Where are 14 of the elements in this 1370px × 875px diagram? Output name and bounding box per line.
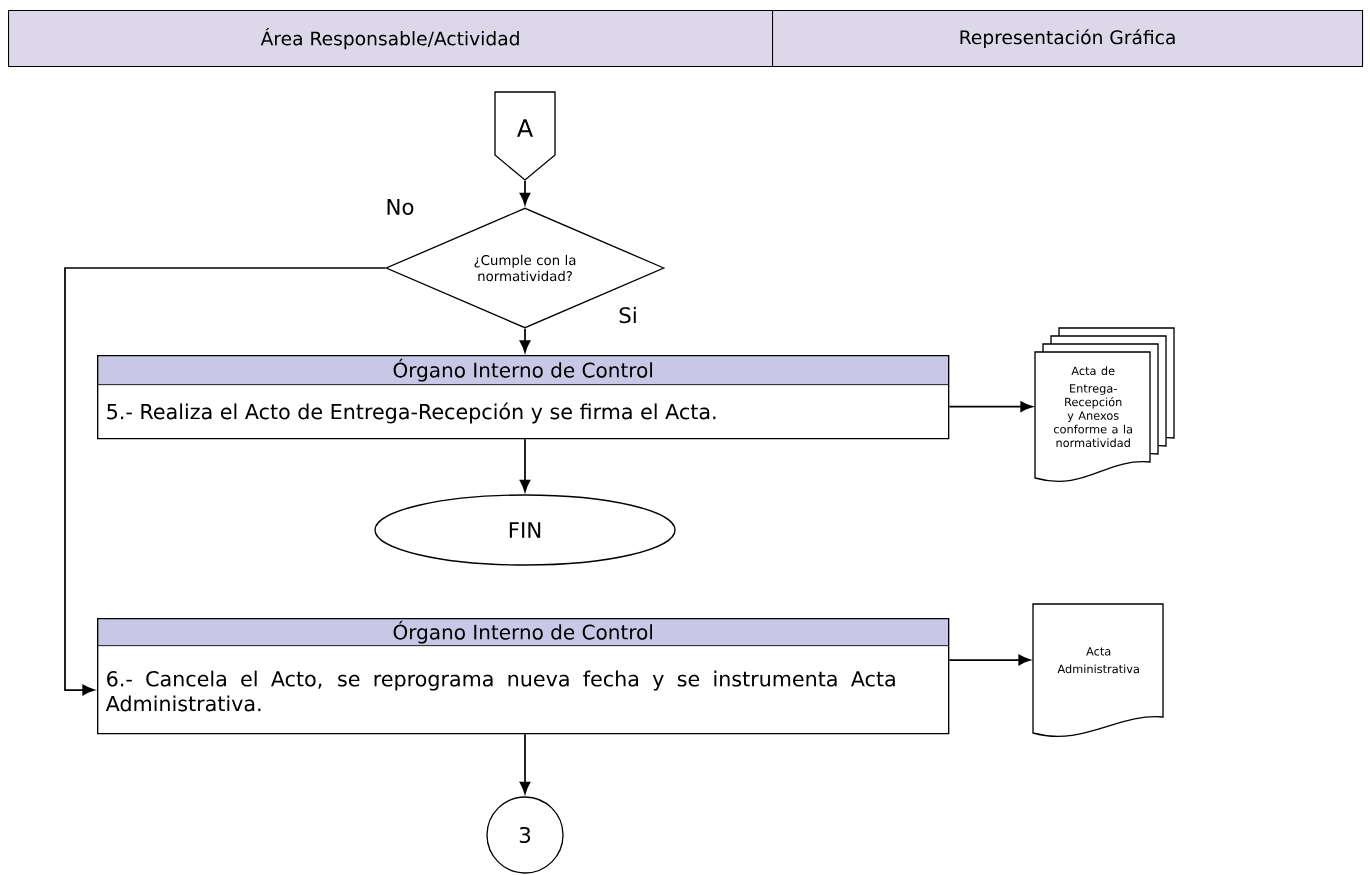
arrow [519,327,531,353]
header-cell: Representación Gráfica [772,10,1364,68]
document-stack: Acta de Entrega-Recepción y Anexos conforme a la normatividad [1034,327,1175,483]
arrow [948,401,1033,412]
activity-box: Órgano Interno de Control 6.- Cancela el Acto, se reprograma nueva fecha y se instrumenta Acta Administrativa. [97,618,950,735]
arrow [519,733,531,794]
arrow [519,179,531,205]
arrow [519,438,531,492]
arrow [948,654,1031,666]
arrow [64,267,387,696]
header-cell: Área Responsable/Actividad [8,10,774,68]
activity-box: Órgano Interno de Control 5.- Realiza el Acto de Entrega-Recepción y se firma el Acta. [97,355,950,440]
off-page-connector: A [494,91,556,181]
edge-label: Si [616,305,640,325]
